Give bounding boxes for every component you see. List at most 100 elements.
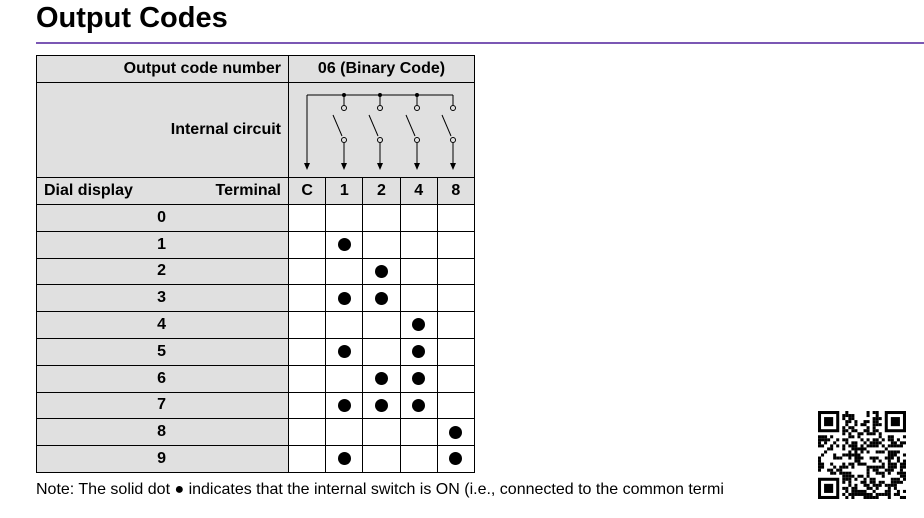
internal-circuit-diagram bbox=[288, 82, 475, 178]
terminal-header-1: 1 bbox=[325, 177, 364, 205]
switch-on-dot bbox=[412, 398, 426, 412]
terminal-header-c: C bbox=[287, 177, 327, 205]
switch-on-dot bbox=[412, 345, 426, 359]
footnote: Note: The solid dot ● indicates that the… bbox=[36, 481, 724, 498]
switch-on-dot bbox=[374, 371, 388, 385]
terminal-cell bbox=[325, 418, 364, 447]
terminal-cell bbox=[325, 257, 364, 286]
switch-on-dot bbox=[374, 264, 388, 278]
terminal-cell bbox=[362, 230, 401, 259]
switch-on-dot bbox=[412, 318, 426, 332]
terminal-cell bbox=[287, 445, 327, 473]
dial-display-value: 3 bbox=[36, 284, 289, 313]
terminal-cell bbox=[399, 311, 438, 339]
terminal-cell bbox=[399, 391, 438, 420]
terminal-cell bbox=[325, 445, 364, 473]
terminal-cell bbox=[287, 337, 327, 366]
title-divider bbox=[36, 42, 924, 44]
switch-on-dot bbox=[449, 452, 463, 466]
table-row: 9 bbox=[36, 445, 476, 473]
terminal-cell bbox=[287, 204, 327, 232]
dial-display-value: 1 bbox=[36, 230, 289, 259]
table-row: 3 bbox=[36, 284, 476, 313]
terminal-cell bbox=[436, 230, 476, 259]
switch-on-dot bbox=[374, 398, 388, 412]
dial-display-value: 8 bbox=[36, 418, 289, 447]
table-row: 1 bbox=[36, 230, 476, 259]
terminal-cell bbox=[287, 364, 327, 393]
terminal-cell bbox=[362, 257, 401, 286]
dial-display-value: 4 bbox=[36, 311, 289, 339]
terminal-label: Terminal bbox=[215, 182, 282, 199]
terminal-cell bbox=[362, 311, 401, 339]
dial-display-label: Dial display bbox=[44, 182, 133, 199]
terminal-cell bbox=[399, 337, 438, 366]
terminal-cell bbox=[362, 445, 401, 473]
terminal-cell bbox=[325, 204, 364, 232]
terminal-cell bbox=[287, 418, 327, 447]
table-row: 8 bbox=[36, 418, 476, 447]
terminal-cell bbox=[287, 284, 327, 313]
terminal-cell bbox=[399, 230, 438, 259]
internal-circuit-label: Internal circuit bbox=[36, 82, 289, 178]
terminal-cell bbox=[325, 311, 364, 339]
terminal-cell bbox=[325, 230, 364, 259]
terminal-cell bbox=[436, 364, 476, 393]
terminal-cell bbox=[436, 418, 476, 447]
terminal-header-8: 8 bbox=[436, 177, 476, 205]
terminal-cell bbox=[362, 418, 401, 447]
terminal-cell bbox=[399, 445, 438, 473]
output-code-value: 06 (Binary Code) bbox=[288, 55, 475, 83]
output-codes-table: Output code number 06 (Binary Code) Inte… bbox=[36, 55, 476, 473]
terminal-cell bbox=[436, 204, 476, 232]
switch-on-dot bbox=[337, 291, 351, 305]
switch-on-dot bbox=[412, 371, 426, 385]
terminal-cell bbox=[436, 257, 476, 286]
terminal-cell bbox=[287, 311, 327, 339]
terminal-cell bbox=[399, 204, 438, 232]
output-code-number-label: Output code number bbox=[36, 55, 289, 83]
terminal-cell bbox=[399, 364, 438, 393]
terminal-cell bbox=[436, 337, 476, 366]
terminal-cell bbox=[325, 391, 364, 420]
terminal-cell bbox=[287, 391, 327, 420]
terminal-cell bbox=[287, 230, 327, 259]
switch-on-dot bbox=[337, 398, 351, 412]
switch-on-dot bbox=[337, 345, 351, 359]
dial-display-value: 5 bbox=[36, 337, 289, 366]
switch-on-dot bbox=[337, 452, 351, 466]
switch-on-dot bbox=[374, 291, 388, 305]
terminal-cell bbox=[436, 391, 476, 420]
terminal-cell bbox=[436, 445, 476, 473]
terminal-cell bbox=[362, 284, 401, 313]
dial-display-value: 2 bbox=[36, 257, 289, 286]
terminal-cell bbox=[325, 284, 364, 313]
terminal-cell bbox=[436, 311, 476, 339]
dial-display-value: 6 bbox=[36, 364, 289, 393]
dial-display-value: 0 bbox=[36, 204, 289, 232]
terminal-cell bbox=[436, 284, 476, 313]
terminal-header-2: 2 bbox=[362, 177, 401, 205]
table-row: 7 bbox=[36, 391, 476, 420]
terminal-header-4: 4 bbox=[399, 177, 438, 205]
dial-display-value: 9 bbox=[36, 445, 289, 473]
qr-code-image bbox=[818, 411, 906, 499]
terminal-cell bbox=[399, 418, 438, 447]
dial-display-value: 7 bbox=[36, 391, 289, 420]
dial-terminal-header: Dial display Terminal bbox=[36, 177, 289, 205]
terminal-cell bbox=[325, 337, 364, 366]
page-title: Output Codes bbox=[36, 2, 228, 34]
terminal-cell bbox=[362, 391, 401, 420]
table-row: 6 bbox=[36, 364, 476, 393]
table-row: 5 bbox=[36, 337, 476, 366]
terminal-cell bbox=[399, 284, 438, 313]
table-row: 2 bbox=[36, 257, 476, 286]
table-row: 4 bbox=[36, 311, 476, 339]
table-row: 0 bbox=[36, 204, 476, 232]
switch-on-dot bbox=[449, 425, 463, 439]
terminal-cell bbox=[325, 364, 364, 393]
terminal-cell bbox=[287, 257, 327, 286]
terminal-cell bbox=[362, 337, 401, 366]
terminal-cell bbox=[362, 204, 401, 232]
switch-on-dot bbox=[337, 237, 351, 251]
